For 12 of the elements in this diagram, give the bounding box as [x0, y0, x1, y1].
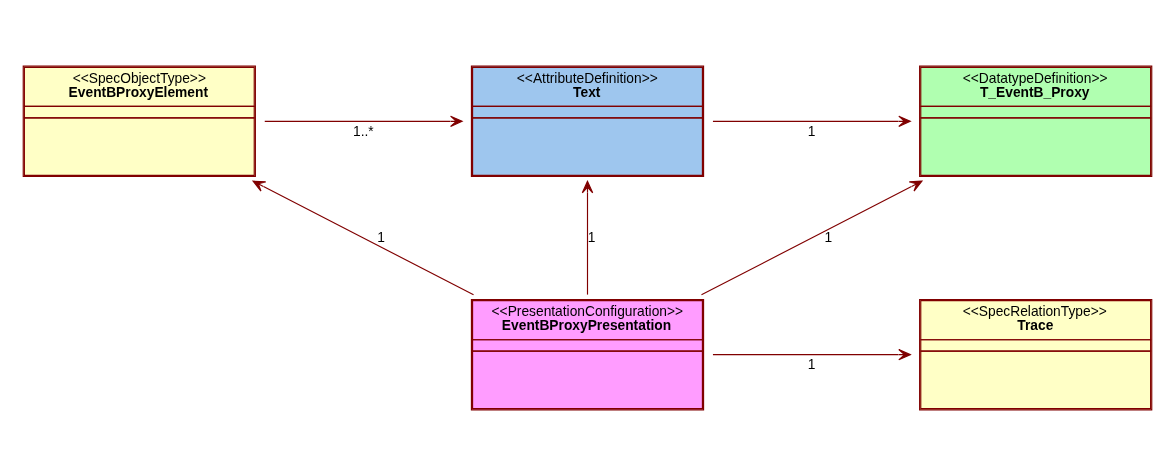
arrow — [252, 180, 475, 295]
edge-label: 1..* — [353, 123, 374, 139]
arrow — [712, 348, 911, 360]
edge-label: 1 — [377, 229, 386, 245]
edge-label: 1 — [807, 356, 816, 372]
edge-label: 1 — [824, 229, 833, 245]
arrow — [712, 115, 911, 127]
edge-label: 1 — [587, 229, 596, 245]
edge-label: 1 — [807, 123, 816, 139]
arrow — [700, 180, 923, 295]
arrow — [264, 115, 463, 127]
arrow — [581, 180, 594, 295]
